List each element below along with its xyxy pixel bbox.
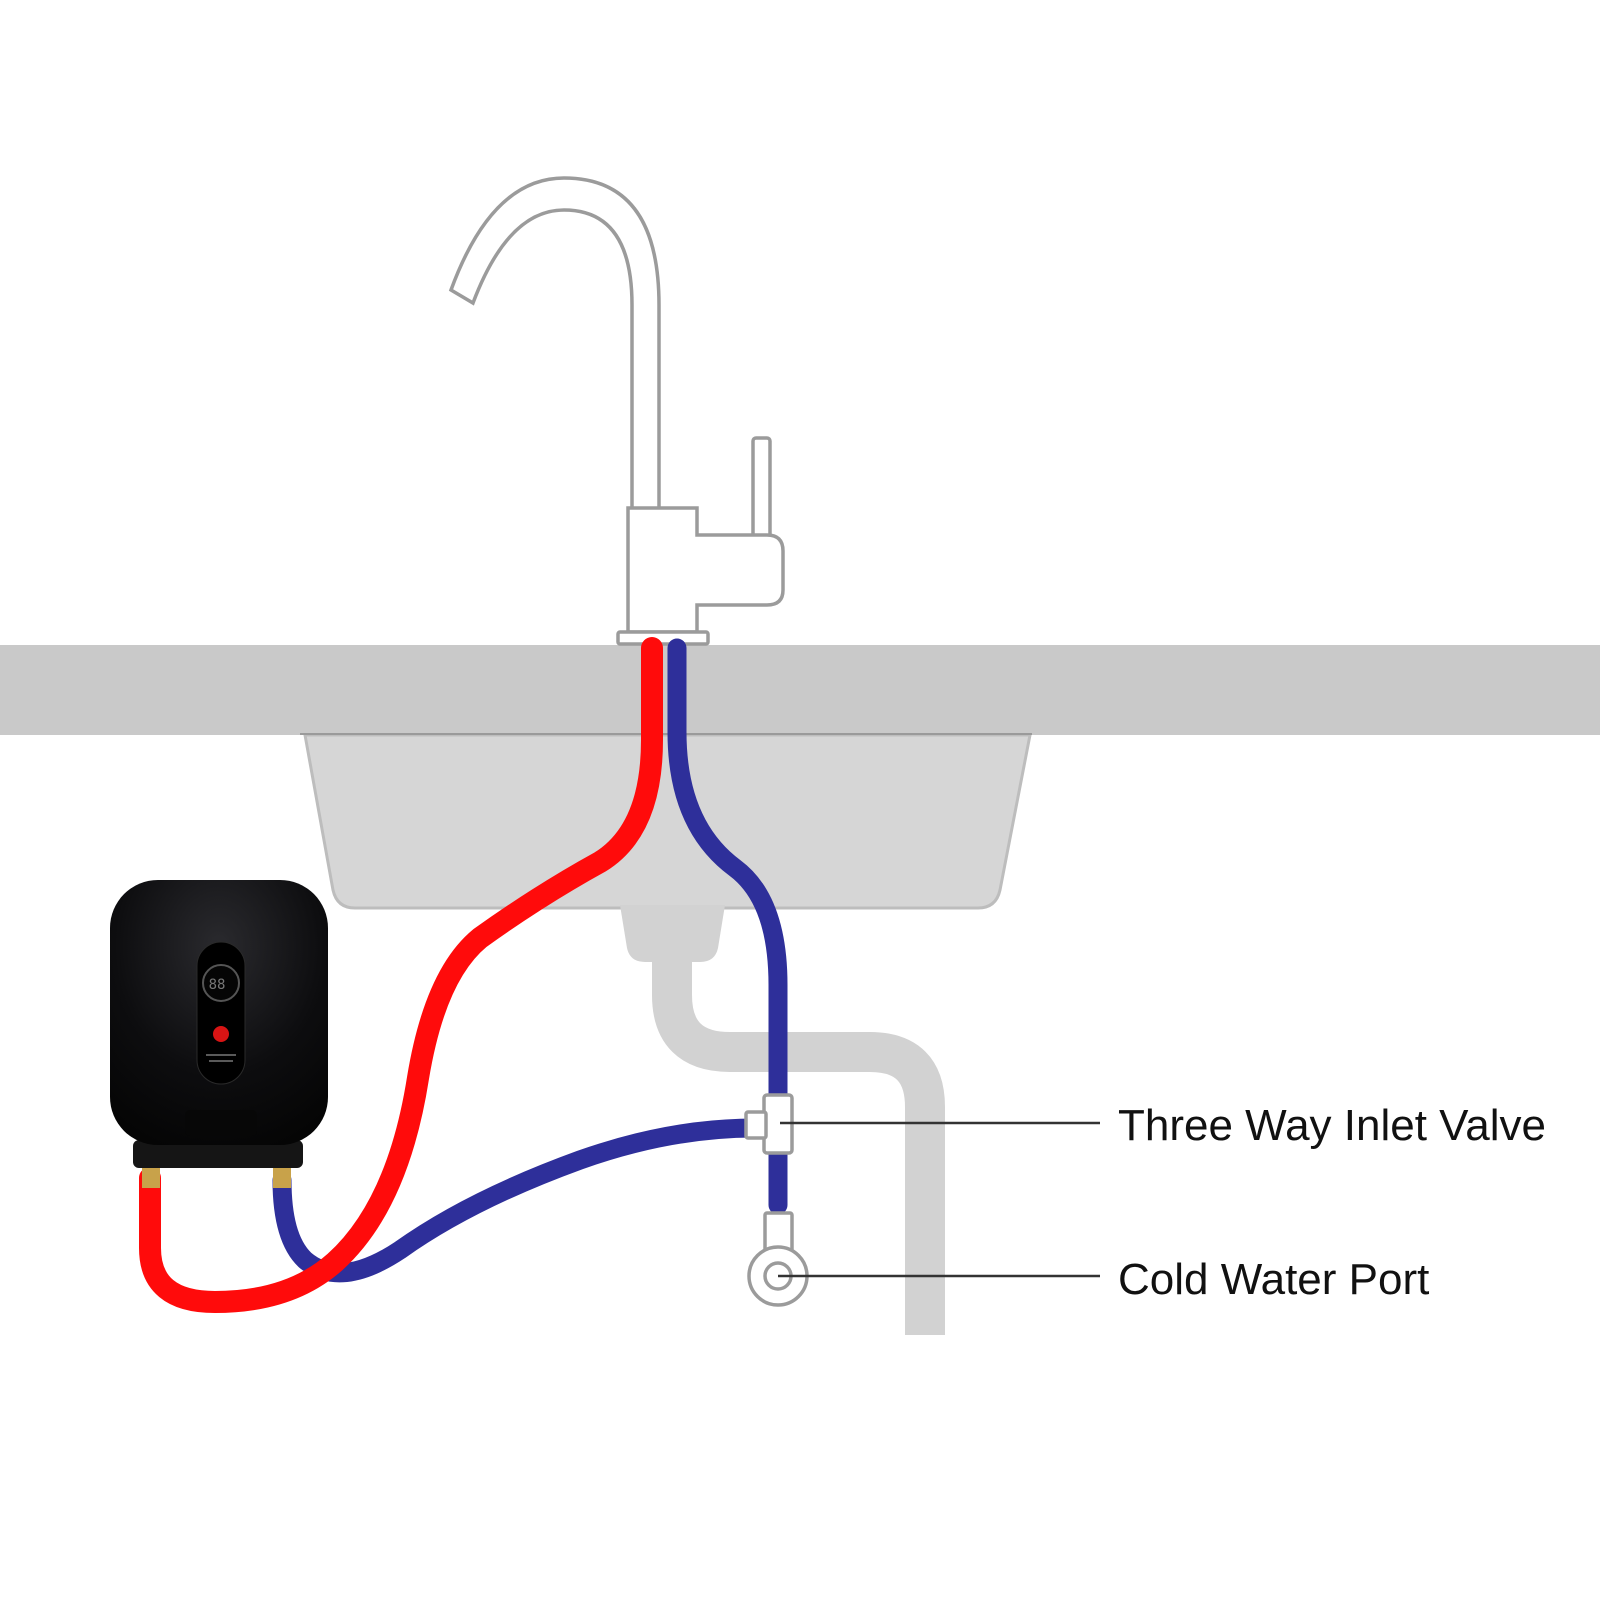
heater-panel-text-line — [209, 1060, 233, 1062]
power-button-icon — [213, 1026, 229, 1042]
faucet-base — [616, 630, 710, 646]
countertop — [0, 645, 1600, 735]
cold-hose-faucet — [667, 638, 788, 1215]
hot-hose — [139, 637, 663, 1314]
valve-side-port — [744, 1110, 768, 1140]
drain-body — [620, 905, 725, 962]
faucet-body — [626, 506, 785, 634]
heater-outlet-fitting — [142, 1162, 160, 1188]
heater-panel — [196, 941, 246, 1085]
port-icon — [747, 1211, 809, 1307]
heater-grille — [185, 1110, 257, 1136]
three-way-inlet-valve-label: Three Way Inlet Valve — [1118, 1101, 1546, 1150]
drain-pipe — [652, 962, 945, 1335]
faucet-spout — [448, 176, 661, 512]
heater-display — [202, 964, 240, 1002]
heater-inlet-fitting — [273, 1162, 291, 1188]
heater-display-digits: 88 — [209, 977, 226, 993]
heater-icon: 88 — [110, 880, 328, 1188]
heater-bottom-mount — [133, 1140, 303, 1168]
heater-panel-text-line — [206, 1054, 236, 1056]
cold-water-port-label: Cold Water Port — [1118, 1255, 1430, 1304]
cold-hose-heater — [272, 1118, 765, 1283]
faucet-icon — [448, 176, 785, 646]
sink-basin — [303, 733, 1032, 910]
